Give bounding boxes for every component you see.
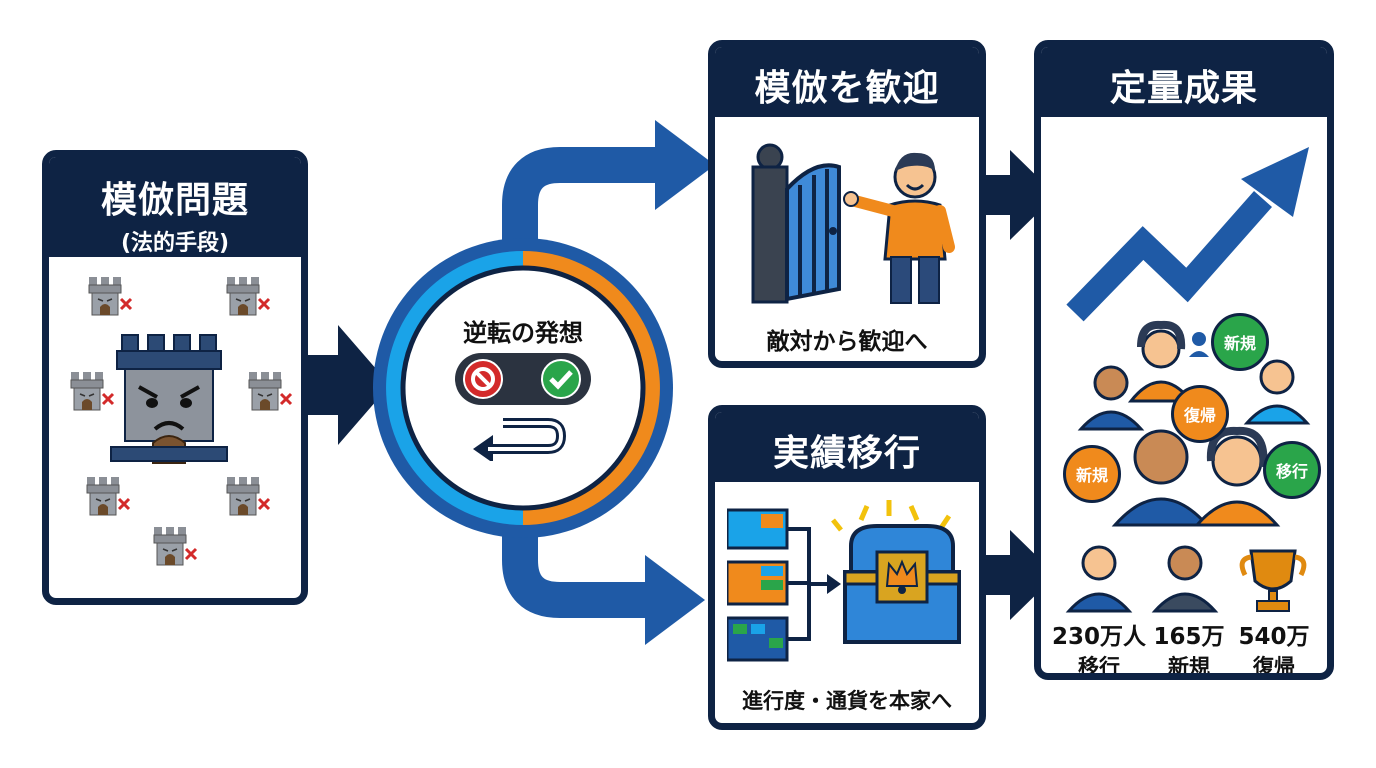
stat-new-value: 165万 <box>1153 624 1225 650</box>
bubble-new-1-label: 新規 <box>1223 334 1256 353</box>
stat-migration-label: 移行 <box>1078 655 1120 679</box>
problem-header: 模倣問題 (法的手段) <box>49 157 301 257</box>
migration-panel: 実績移行 進行度・通貨を本家へ <box>708 405 986 730</box>
results-title: 定量成果 <box>1109 68 1258 109</box>
small-castle-icon <box>87 275 133 317</box>
upward-trend-arrow-icon <box>1066 147 1309 322</box>
user-avatar-icon <box>1077 365 1145 431</box>
welcome-caption: 敵対から歓迎へ <box>766 329 928 355</box>
bubble-new-1: 新規 <box>1211 313 1269 371</box>
data-blocks-icon <box>727 508 841 662</box>
problem-title: 模倣問題 <box>100 180 249 221</box>
bubble-new-2: 新規 <box>1063 445 1121 503</box>
welcoming-person-icon <box>843 152 955 304</box>
treasure-chest-icon <box>831 500 961 644</box>
stat-icons <box>1065 545 1307 613</box>
user-crowd-icon <box>1077 320 1311 527</box>
stat-new-label: 新規 <box>1168 655 1210 679</box>
stat-return-value: 540万 <box>1238 624 1310 650</box>
user-avatar-icon <box>1193 426 1281 527</box>
problem-panel: 模倣問題 (法的手段) <box>42 150 308 605</box>
user-avatar-icon <box>1243 359 1311 425</box>
arrow-pivot-to-migration <box>502 520 650 618</box>
arrow-pivot-to-welcome <box>502 147 660 260</box>
small-castle-icon <box>247 370 293 412</box>
bubble-new-2-label: 新規 <box>1075 466 1108 485</box>
bubble-migrate-label: 移行 <box>1275 462 1308 481</box>
pivot-circle: 逆転の発想 <box>368 233 678 543</box>
migration-title: 実績移行 <box>772 433 921 474</box>
castle-cluster <box>69 275 293 567</box>
stat-return: 540万 復帰 <box>1231 617 1317 679</box>
migrated-user-icon <box>1065 545 1133 613</box>
gate-icon <box>751 143 841 304</box>
migration-header: 実績移行 <box>715 412 979 482</box>
user-avatar-icon <box>1189 332 1209 357</box>
bubble-return: 復帰 <box>1171 385 1229 443</box>
small-castle-icon <box>85 475 131 517</box>
bubble-return-label: 復帰 <box>1183 406 1216 425</box>
small-castle-icon <box>225 475 271 517</box>
pivot-title: 逆転の発想 <box>463 319 583 347</box>
arrow-problem-to-pivot <box>306 325 390 445</box>
trophy-icon <box>1239 549 1307 612</box>
welcome-panel: 模倣を歓迎 敵対から歓迎へ <box>708 40 986 368</box>
new-user-icon <box>1151 545 1219 613</box>
stat-new: 165万 新規 <box>1147 617 1231 679</box>
u-turn-arrow-icon <box>473 418 567 461</box>
migration-caption: 進行度・通貨を本家へ <box>742 689 952 713</box>
pivot-icons <box>455 353 591 461</box>
welcome-header: 模倣を歓迎 <box>715 47 979 117</box>
angry-castle-icon <box>110 334 228 464</box>
check-icon <box>541 359 581 399</box>
user-avatar-icon <box>1127 320 1195 403</box>
arrow-migration-to-results <box>984 530 1056 620</box>
small-castle-icon <box>225 275 271 317</box>
small-castle-icon <box>152 525 198 567</box>
results-panel: 定量成果 <box>1034 40 1334 680</box>
welcome-illustration <box>751 143 955 304</box>
migration-illustration <box>727 500 961 662</box>
bubble-migrate: 移行 <box>1263 441 1321 499</box>
stat-return-label: 復帰 <box>1253 655 1295 679</box>
arrow-welcome-to-results <box>984 150 1056 240</box>
results-header: 定量成果 <box>1041 47 1327 117</box>
welcome-title: 模倣を歓迎 <box>754 68 940 109</box>
stat-migration: 230万人 移行 <box>1051 617 1147 679</box>
problem-subtitle: (法的手段) <box>120 231 230 256</box>
results-illustration <box>1066 147 1311 527</box>
user-avatar-icon <box>1111 429 1211 527</box>
stat-migration-value: 230万人 <box>1051 624 1146 650</box>
prohibited-icon <box>463 359 503 399</box>
small-castle-icon <box>69 370 115 412</box>
